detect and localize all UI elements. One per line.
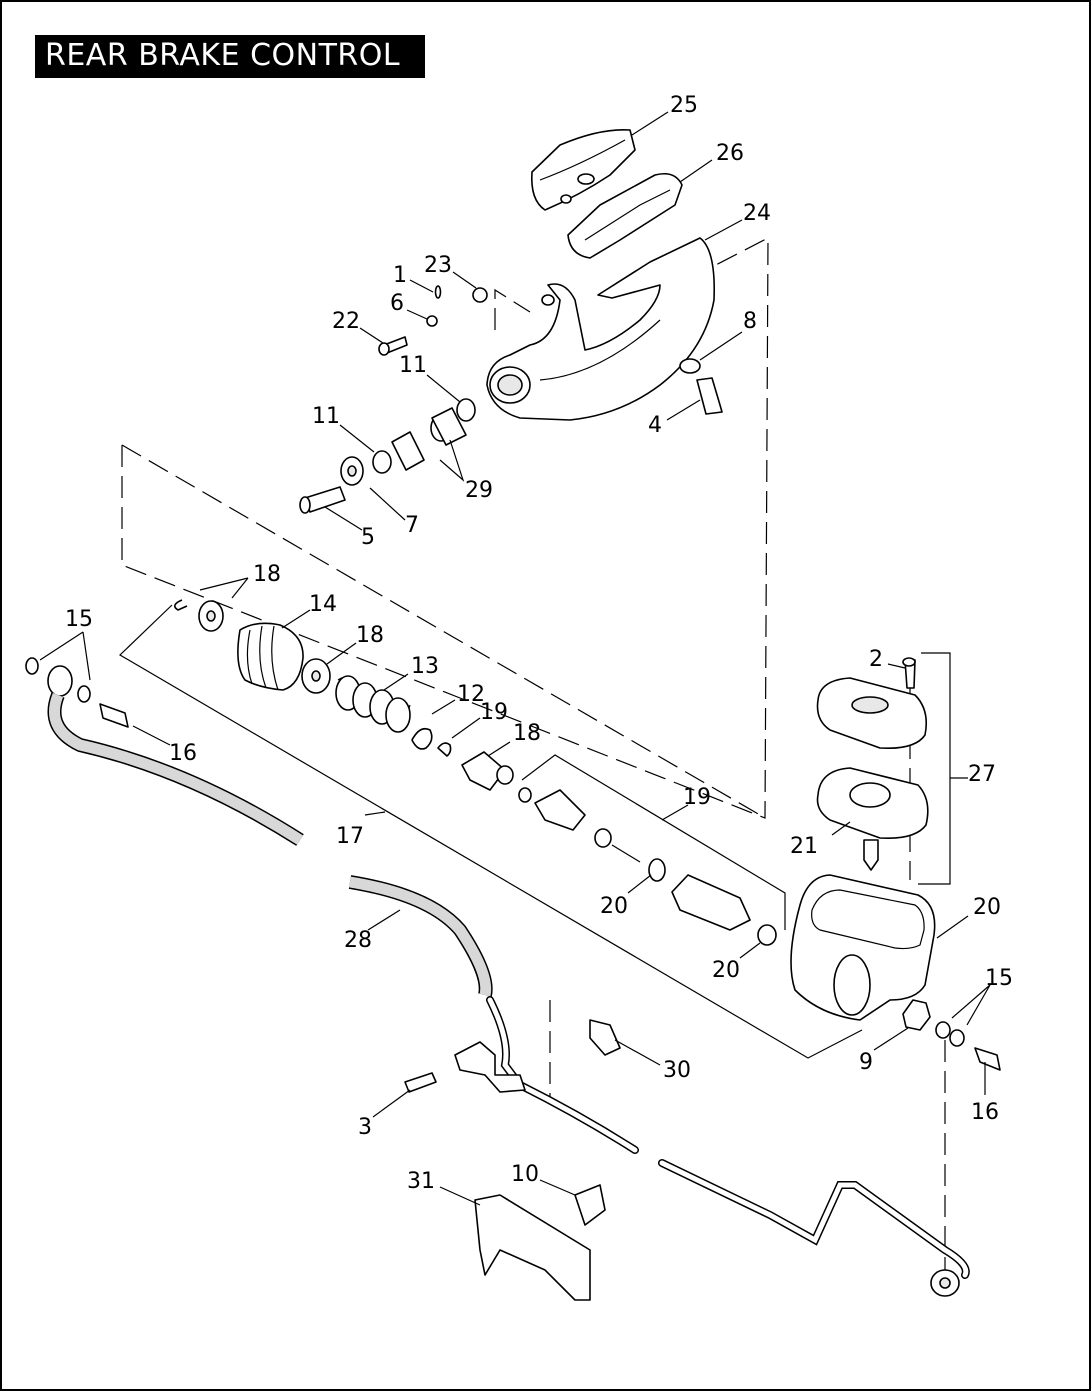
- callout-10: 10: [511, 1162, 539, 1187]
- callout-5: 5: [361, 525, 375, 550]
- master-cylinder-internals: [174, 599, 777, 946]
- callout-15b: 15: [985, 966, 1013, 991]
- callout-28: 28: [344, 928, 372, 953]
- callout-18c: 18: [513, 721, 541, 746]
- callout-19b: 19: [683, 785, 711, 810]
- callout-20a: 20: [600, 894, 628, 919]
- callout-12: 12: [457, 682, 485, 707]
- callout-20b: 20: [712, 958, 740, 983]
- reservoir-cover-assembly: [816, 657, 929, 871]
- callout-6: 6: [390, 291, 404, 316]
- callout-25: 25: [670, 93, 698, 118]
- callout-23: 23: [424, 253, 452, 278]
- left-hardware: [25, 657, 129, 728]
- assembly-outline-inner: [521, 754, 786, 930]
- callout-3: 3: [358, 1115, 372, 1140]
- callout-31: 31: [407, 1169, 435, 1194]
- callout-labels: 25 26 24 1 23 6 22 11 8 4 11 29 7 5 18 1…: [65, 93, 1013, 1194]
- right-hardware: [902, 999, 1001, 1071]
- callout-7: 7: [405, 513, 419, 538]
- callout-27: 27: [968, 762, 996, 787]
- top-hardware: [299, 285, 723, 514]
- callout-4: 4: [648, 413, 662, 438]
- brake-pedal-part: [486, 237, 716, 421]
- brake-line-part: [486, 996, 970, 1297]
- callout-16b: 16: [971, 1100, 999, 1125]
- callout-26: 26: [716, 141, 744, 166]
- callout-24: 24: [743, 201, 771, 226]
- callout-8: 8: [743, 309, 757, 334]
- callout-22: 22: [332, 309, 360, 334]
- brake-hose-part: [47, 692, 493, 997]
- pedal-rubber-part: [567, 172, 683, 259]
- callout-21: 21: [790, 834, 818, 859]
- callout-1: 1: [393, 263, 407, 288]
- callout-14: 14: [309, 592, 337, 617]
- callout-15a: 15: [65, 607, 93, 632]
- callout-29: 29: [465, 478, 493, 503]
- master-cylinder-body: [790, 874, 936, 1021]
- callout-11a: 11: [399, 353, 427, 378]
- callout-20c: 20: [973, 895, 1001, 920]
- callout-30: 30: [663, 1058, 691, 1083]
- callout-16a: 16: [169, 741, 197, 766]
- callout-9: 9: [859, 1050, 873, 1075]
- assembly-outline: [119, 604, 863, 1059]
- title-banner: REAR BRAKE CONTROL: [35, 35, 425, 78]
- pedal-pad-part: [530, 128, 636, 211]
- callout-17: 17: [336, 824, 364, 849]
- leader-lines: [39, 111, 991, 1206]
- callout-18b: 18: [356, 623, 384, 648]
- callout-11b: 11: [312, 404, 340, 429]
- bracket-hardware: [404, 1019, 621, 1301]
- page-title: REAR BRAKE CONTROL: [45, 38, 401, 73]
- callout-19a: 19: [480, 700, 508, 725]
- callout-18a: 18: [253, 562, 281, 587]
- callout-2: 2: [869, 647, 883, 672]
- callout-13: 13: [411, 654, 439, 679]
